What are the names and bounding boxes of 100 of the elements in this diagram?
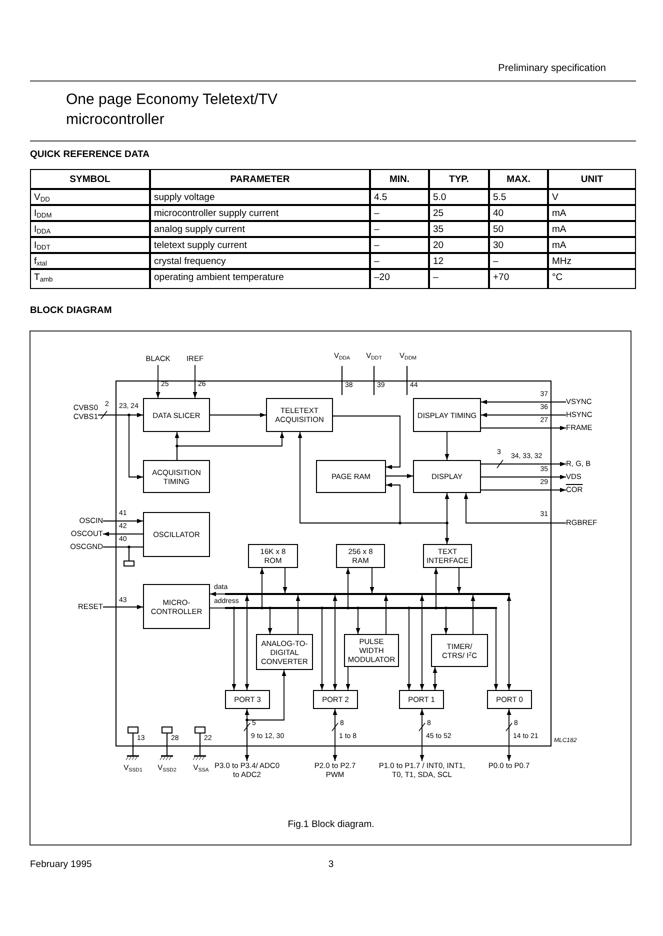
- arrow: [480, 462, 566, 466]
- table-cell: mA: [548, 237, 636, 253]
- bus-line: [225, 607, 497, 609]
- arrow: [434, 568, 438, 608]
- table-cell: mA: [548, 221, 636, 237]
- page-number: 3: [328, 860, 334, 871]
- arrow: [444, 608, 448, 634]
- table-cell: V: [548, 189, 636, 205]
- arrow: [102, 532, 144, 536]
- table-cell: 5.0: [429, 189, 489, 205]
- arrow: [332, 416, 400, 470]
- arrow: [506, 708, 512, 762]
- table-cell: MHz: [548, 253, 636, 269]
- caption: Fig.1 Block diagram.: [288, 820, 374, 831]
- arrow: [480, 474, 566, 480]
- arrow: [494, 608, 498, 690]
- table-cell: I$_{DDA}$: [30, 221, 150, 237]
- table-cell: –: [370, 221, 429, 237]
- arrow: [210, 592, 226, 596]
- arrow: [386, 474, 414, 478]
- table-cell: –20: [370, 269, 429, 289]
- table-cell: 35: [429, 221, 489, 237]
- arrow: [480, 400, 566, 404]
- arrow: [320, 608, 324, 690]
- arrow: [444, 492, 450, 544]
- table-cell: 25: [429, 205, 489, 221]
- arrow: [246, 670, 286, 762]
- table-cell: °C: [548, 269, 636, 289]
- table-cell: analog supply current: [150, 221, 370, 237]
- arrow: [98, 414, 144, 480]
- column-header: SYMBOL: [30, 169, 150, 189]
- arrow: [456, 568, 462, 594]
- table-cell: +70: [489, 269, 548, 289]
- arrow: [444, 432, 450, 460]
- arrow: [346, 666, 350, 690]
- table-cell: 20: [429, 237, 489, 253]
- arrow: [232, 608, 236, 690]
- arrow: [244, 594, 250, 690]
- arrow: [420, 594, 424, 690]
- table-cell: 50: [489, 221, 548, 237]
- table-cell: 30: [489, 237, 548, 253]
- arrow: [356, 608, 360, 634]
- column-header: PARAMETER: [150, 169, 370, 189]
- table-cell: V$_{DD}$: [30, 189, 150, 205]
- arrow: [156, 364, 160, 398]
- table-cell: 40: [489, 205, 548, 221]
- arrow: [268, 608, 272, 634]
- footer-text: February 1995: [30, 860, 92, 871]
- arrow: [102, 518, 144, 524]
- bus-line: [225, 593, 510, 595]
- arrow: [332, 594, 338, 690]
- arrow: [480, 426, 566, 430]
- table-cell: I$_{DDM}$: [30, 205, 150, 221]
- table-cell: microcontroller supply current: [150, 205, 370, 221]
- table-cell: 5.5: [489, 189, 548, 205]
- table-cell: teletext supply current: [150, 237, 370, 253]
- arrow: [176, 432, 284, 460]
- table-cell: 12: [429, 253, 489, 269]
- table-cell: mA: [548, 205, 636, 221]
- arrow: [192, 364, 198, 398]
- table-cell: f$_{xtal}$: [30, 253, 150, 269]
- column-header: TYP.: [429, 169, 489, 189]
- arrow: [384, 594, 388, 634]
- table-cell: –: [370, 205, 429, 221]
- table-cell: –: [489, 253, 548, 269]
- arrow: [282, 568, 288, 594]
- arrow: [432, 666, 438, 690]
- arrow: [370, 568, 374, 594]
- column-header: UNIT: [548, 169, 636, 189]
- table-cell: 4.5: [370, 189, 429, 205]
- arrow: [406, 608, 412, 690]
- column-header: MIN.: [370, 169, 429, 189]
- table-cell: –: [370, 253, 429, 269]
- arrow: [420, 708, 424, 762]
- arrow: [470, 594, 476, 634]
- arrow: [346, 568, 350, 608]
- table-cell: supply voltage: [150, 189, 370, 205]
- table-cell: I$_{DDT}$: [30, 237, 150, 253]
- header-text: Preliminary specification: [498, 63, 606, 74]
- section-heading: QUICK REFERENCE DATA: [30, 150, 150, 161]
- arrow: [480, 488, 566, 492]
- section-heading: BLOCK DIAGRAM: [30, 306, 112, 317]
- table-cell: T$_{amb}$: [30, 269, 150, 289]
- arrow: [464, 492, 566, 524]
- arrow: [480, 412, 566, 418]
- arrow: [210, 412, 266, 418]
- arrow: [386, 482, 448, 544]
- column-header: MAX.: [489, 169, 548, 189]
- arrow: [244, 708, 250, 762]
- arrow: [296, 594, 300, 634]
- table-cell: crystal frequency: [150, 253, 370, 269]
- arrow: [332, 708, 338, 762]
- connector-line: [102, 546, 144, 548]
- arrow: [260, 568, 264, 608]
- table-cell: –: [370, 237, 429, 253]
- table-cell: –: [429, 269, 489, 289]
- arrow: [506, 594, 512, 690]
- title: One page Economy Teletext/TV microcontroller: [66, 90, 279, 130]
- table-cell: operating ambient temperature: [150, 269, 370, 289]
- arrow: [102, 604, 144, 610]
